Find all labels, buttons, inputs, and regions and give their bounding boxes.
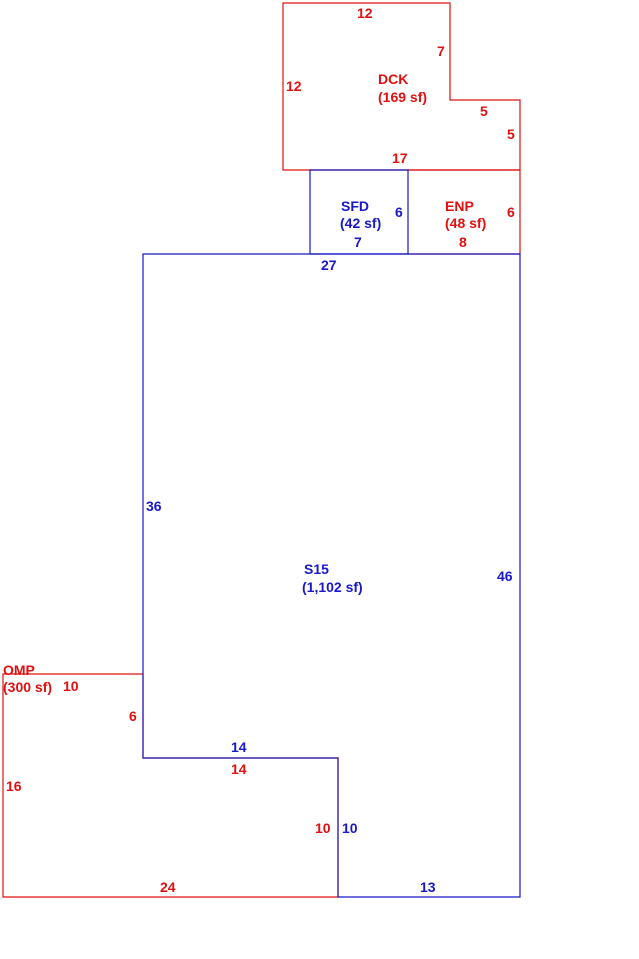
dck-outline [282, 2, 521, 171]
s15-bottom-dimension: 13 [420, 879, 436, 895]
s15-notch-side-dimension: 10 [342, 820, 358, 836]
enp-bottom-dimension: 8 [459, 234, 467, 250]
s15-area-label: (1,102 sf) [302, 579, 363, 595]
s15-right-dimension: 46 [497, 568, 513, 584]
s15-top-dimension: 27 [321, 257, 337, 273]
omp-left-dimension: 16 [6, 778, 22, 794]
dck-right-dimension: 5 [507, 126, 515, 142]
sfd-bottom-dimension: 7 [354, 234, 362, 250]
s15-code-label: S15 [304, 561, 329, 577]
dck-bottom-dimension: 17 [392, 150, 408, 166]
dck-step-top-dimension: 5 [480, 103, 488, 119]
dck-code-label: DCK [378, 71, 408, 87]
enp-right-dimension: 6 [507, 204, 515, 220]
omp-notch-side-dimension: 10 [315, 820, 331, 836]
dck-left-dimension: 12 [286, 78, 302, 94]
dck-step-right-dimension: 7 [437, 43, 445, 59]
sfd-right-dimension: 6 [395, 204, 403, 220]
sfd-code-label: SFD [341, 198, 369, 214]
s15-outline [142, 253, 521, 898]
dck-area-label: (169 sf) [378, 89, 427, 105]
omp-top-dimension: 10 [63, 678, 79, 694]
omp-notch-top-dimension: 14 [231, 761, 247, 777]
omp-code-label: OMP [3, 662, 35, 678]
sfd-area-label: (42 sf) [340, 215, 381, 231]
s15-left-dimension: 36 [146, 498, 162, 514]
dck-top-dimension: 12 [357, 5, 373, 21]
s15-notch-top-dimension: 14 [231, 739, 247, 755]
enp-area-label: (48 sf) [445, 215, 486, 231]
omp-right-dimension: 6 [129, 708, 137, 724]
omp-bottom-dimension: 24 [160, 879, 176, 895]
omp-area-label: (300 sf) [3, 679, 52, 695]
enp-code-label: ENP [445, 198, 474, 214]
omp-outline [2, 673, 339, 898]
